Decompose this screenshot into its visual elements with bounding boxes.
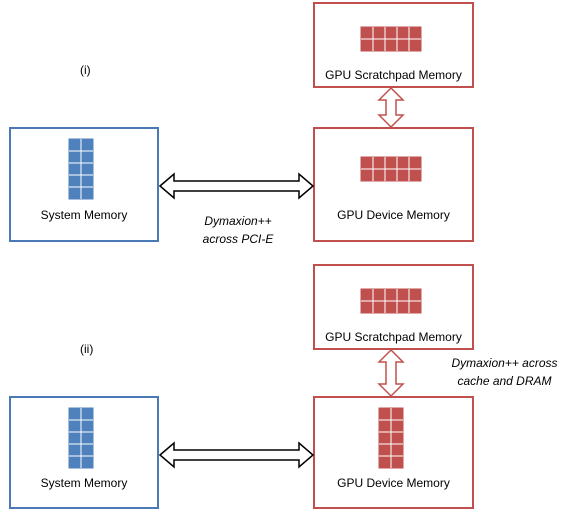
memory-grid-icon xyxy=(378,407,404,469)
panel-label-ii: (ii) xyxy=(80,342,94,356)
memory-grid-icon xyxy=(68,138,94,200)
gpu-device-memory-label: GPU Device Memory xyxy=(337,208,450,222)
memory-grid-icon xyxy=(360,156,422,182)
memory-grid-icon xyxy=(360,288,422,314)
system-memory-label: System Memory xyxy=(40,476,128,490)
gpu-device-memory-box-top: GPU Device Memory xyxy=(313,127,474,242)
double-arrow-icon xyxy=(158,172,315,200)
link-label-cache-dram: Dymaxion++ across cache and DRAM xyxy=(442,354,567,390)
system-memory-label: System Memory xyxy=(40,208,128,222)
double-arrow-icon xyxy=(377,348,405,398)
link-label-line2: across PCI-E xyxy=(202,232,274,246)
link-label-line2: cache and DRAM xyxy=(457,374,552,388)
double-arrow-icon xyxy=(158,441,315,469)
memory-grid-icon xyxy=(360,26,422,52)
gpu-device-memory-label: GPU Device Memory xyxy=(337,476,450,490)
double-arrow-icon xyxy=(377,86,405,129)
link-label-line1: Dymaxion++ across xyxy=(451,356,558,370)
link-label-pcie: Dymaxion++ across PCI-E xyxy=(188,212,288,248)
link-label-line1: Dymaxion++ xyxy=(204,214,272,228)
memory-grid-icon xyxy=(68,407,94,469)
panel-label-i: (i) xyxy=(80,63,91,77)
gpu-scratchpad-memory-label: GPU Scratchpad Memory xyxy=(325,330,462,344)
gpu-scratchpad-memory-label: GPU Scratchpad Memory xyxy=(325,68,462,82)
